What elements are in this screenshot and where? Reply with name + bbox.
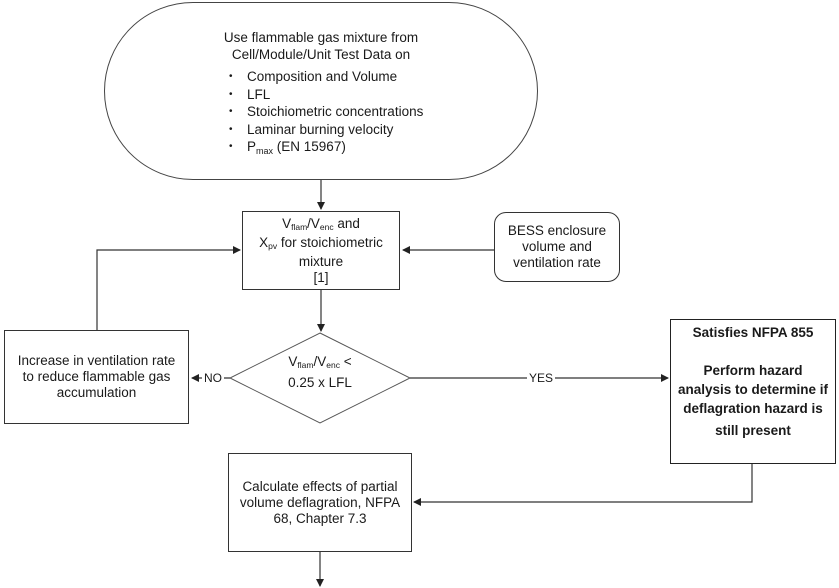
decision-text: Vflam/Venc < 0.25 x LFL <box>258 353 382 391</box>
bess-line2: volume and <box>522 239 592 254</box>
pmax-subscript: max <box>256 146 274 156</box>
arrow-feedback-loop <box>96 246 241 330</box>
nfpa-line2: analysis to determine if <box>677 382 829 397</box>
increase-line3: accumulation <box>56 385 137 400</box>
bess-line3: ventilation rate <box>513 255 601 270</box>
effects-line1: Calculate effects of partial <box>242 478 398 494</box>
calc-x-sub: pv <box>268 240 278 251</box>
calc-ratio-box: Vflam/Venc and Xpv for stoichiometric mi… <box>242 211 400 290</box>
pmax-standard: (EN 15967) <box>273 139 346 154</box>
calc-line3: mixture <box>298 253 344 269</box>
nfpa-line4: still present <box>715 423 791 438</box>
decision-enc-sub: enc <box>326 360 340 370</box>
bullet-item: Stoichiometric concentrations <box>229 103 423 121</box>
arrow-nfpa-to-effects <box>413 464 753 506</box>
start-terminal: Use flammable gas mixture from Cell/Modu… <box>104 2 538 180</box>
calc-v: V <box>282 215 292 231</box>
effects-line2: volume deflagration, NFPA <box>239 494 401 510</box>
start-intro-line1: Use flammable gas mixture from <box>223 30 419 45</box>
calc-line2: Xpv for stoichiometric <box>259 235 383 254</box>
start-bullet-list: Composition and Volume LFL Stoichiometri… <box>229 68 423 161</box>
decision-slash-v: /V <box>313 354 327 369</box>
calc-slash-v: /V <box>307 215 320 231</box>
calc-enc-sub: enc <box>319 221 334 232</box>
calc-x: X <box>259 234 269 250</box>
bullet-item: Laminar burning velocity <box>229 121 423 139</box>
bess-input-box: BESS enclosure volume and ventilation ra… <box>494 212 620 282</box>
increase-line1: Increase in ventilation rate <box>17 353 176 368</box>
increase-line2: to reduce flammable gas <box>22 369 171 384</box>
deflagration-effects-box: Calculate effects of partial volume defl… <box>228 453 412 552</box>
pmax-symbol: P <box>247 139 257 154</box>
bullet-item: Composition and Volume <box>229 68 423 86</box>
decision-flam-sub: flam <box>297 360 314 370</box>
bess-line1: BESS enclosure <box>507 223 607 238</box>
yes-label: YES <box>527 371 556 385</box>
decision-v: V <box>288 354 298 369</box>
bullet-item: LFL <box>229 86 423 104</box>
no-label: NO <box>202 371 224 385</box>
nfpa-855-box: Satisfies NFPA 855 Perform hazard analys… <box>670 319 836 464</box>
calc-line4: [1] <box>313 269 329 285</box>
decision-diamond <box>228 332 412 424</box>
nfpa-line3: deflagration hazard is <box>683 401 823 416</box>
decision-line1: Vflam/Venc < <box>258 353 382 374</box>
calc-and: and <box>333 215 360 231</box>
nfpa-line1: Perform hazard <box>703 363 803 378</box>
calc-x-rest: for stoichiometric <box>277 234 383 250</box>
decision-line2: 0.25 x LFL <box>288 375 352 390</box>
effects-line3: 68, Chapter 7.3 <box>273 510 367 526</box>
increase-ventilation-box: Increase in ventilation rate to reduce f… <box>4 330 189 424</box>
start-intro-line2: Cell/Module/Unit Test Data on <box>231 47 411 62</box>
bullet-item-pmax: Pmax (EN 15967) <box>229 138 423 161</box>
nfpa-title: Satisfies NFPA 855 <box>692 325 814 340</box>
calc-flam-sub: flam <box>291 221 308 232</box>
decision-lt: < <box>339 354 352 369</box>
calc-line1: Vflam/Venc and <box>259 216 383 235</box>
